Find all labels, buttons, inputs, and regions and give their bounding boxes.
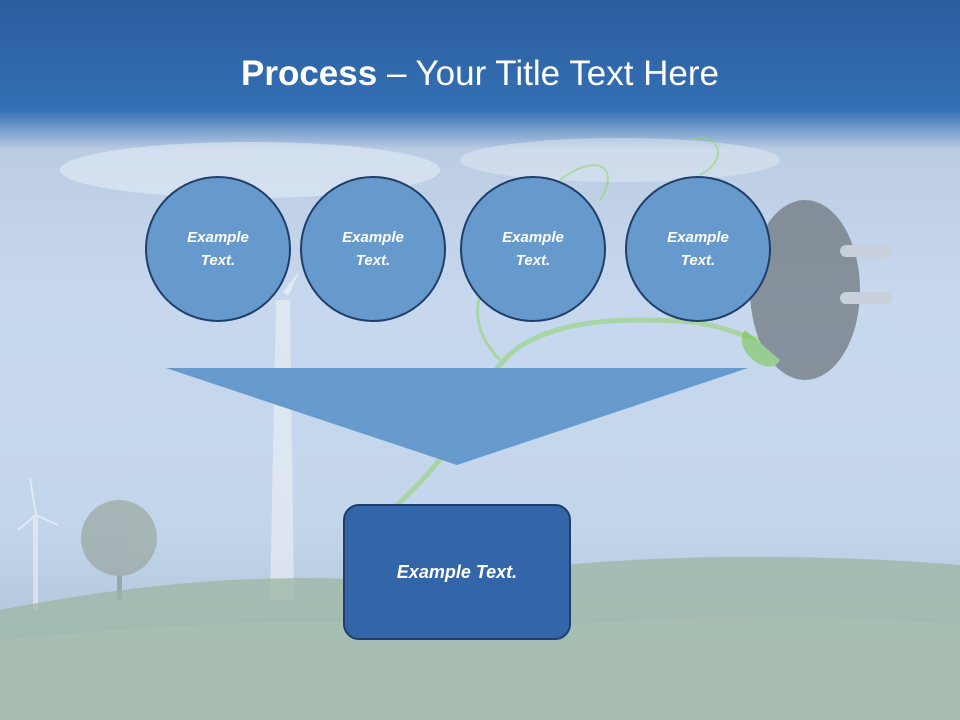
power-plug-icon — [741, 200, 892, 380]
title-bold: Process — [241, 54, 378, 93]
hill-front — [0, 616, 960, 720]
slide-title: Process – Your Title Text Here — [0, 50, 960, 98]
small-wind-turbine-icon — [17, 477, 59, 610]
title-rest: – Your Title Text Here — [377, 54, 719, 93]
step-label: Example Text. — [342, 229, 404, 269]
step-label: Example Text. — [502, 229, 564, 269]
result-box: Example Text. — [343, 504, 571, 640]
tree-icon — [81, 500, 157, 600]
step-label: Example Text. — [667, 229, 729, 269]
process-step-circle-1: Example Text. — [145, 176, 291, 322]
process-step-circle-3: Example Text. — [460, 176, 606, 322]
funnel-triangle — [166, 368, 748, 465]
process-step-circle-2: Example Text. — [300, 176, 446, 322]
cloud — [460, 138, 780, 182]
result-label: Example Text. — [396, 561, 518, 582]
step-label: Example Text. — [187, 229, 249, 269]
process-step-circle-4: Example Text. — [625, 176, 771, 322]
